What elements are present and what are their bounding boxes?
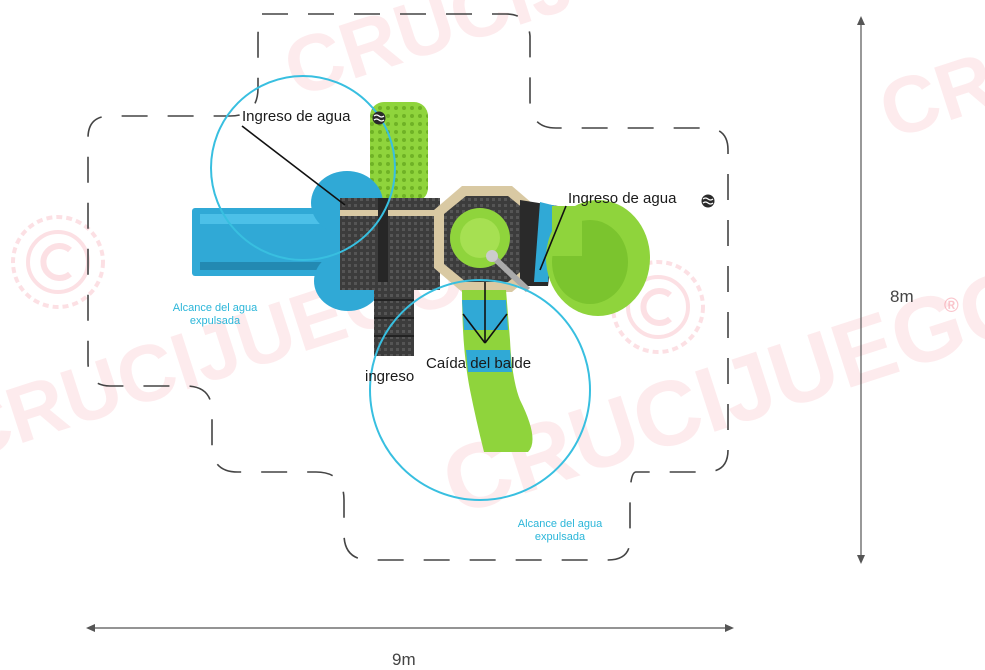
bucket-pivot (486, 250, 498, 262)
water-inlet-label-left: Ingreso de agua (242, 108, 351, 125)
water-reach-label-left: Alcance del agua expulsada (150, 302, 280, 328)
height-dimension-label: 8m (890, 287, 914, 306)
safety-zone-outline (87, 13, 729, 561)
copyright-seal-icon (11, 215, 105, 309)
entrance-label: ingreso (365, 368, 415, 385)
water-reach-circle-lower (369, 279, 591, 501)
water-reach-label-left-line2: expulsada (189, 315, 241, 327)
right-slide (546, 200, 650, 316)
inlet-2-leader (539, 205, 567, 271)
water-reach-circle-upper (210, 75, 396, 261)
water-wave-icon (701, 194, 715, 208)
width-dimension-arrow (86, 624, 734, 632)
bucket-drop-label: Caída del balde (426, 355, 532, 372)
inlet-1-leader (241, 125, 346, 206)
bucket-arm (489, 253, 531, 293)
bottom-slide (462, 290, 533, 452)
width-dimension-label: 9m (392, 650, 416, 669)
height-dimension-arrow (857, 16, 865, 564)
water-reach-label-right-line1: Alcance del agua (517, 518, 603, 530)
water-reach-label-right: Alcance del agua expulsada (495, 518, 625, 544)
left-deck (340, 198, 440, 290)
water-reach-label-left-line1: Alcance del agua (172, 302, 258, 314)
water-inlet-label-right: Ingreso de agua (568, 190, 677, 207)
water-reach-label-right-line2: expulsada (534, 531, 586, 543)
bucket-drop-arrows (462, 282, 508, 344)
water-wave-icon (372, 111, 386, 125)
